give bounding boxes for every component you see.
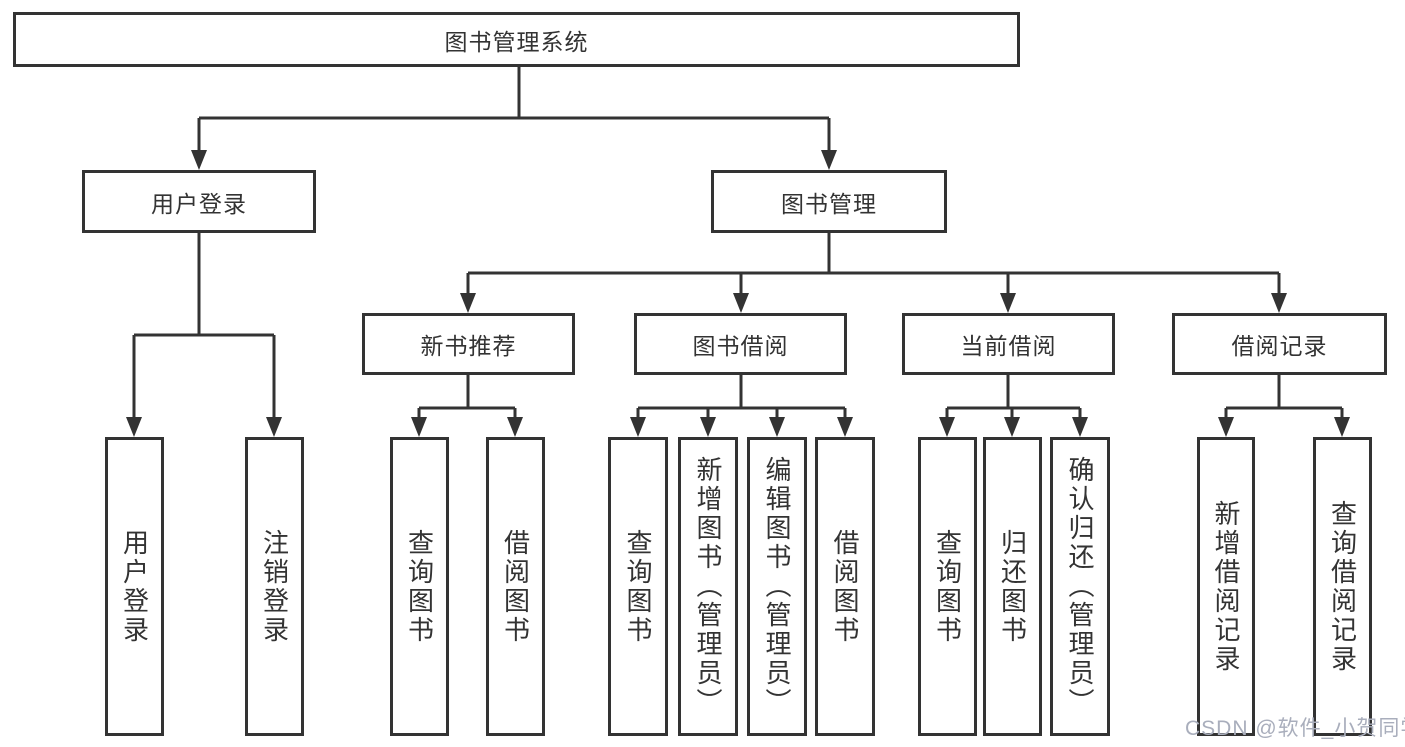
leaf-borrow-books-recommend: 借阅图书 [486, 437, 545, 736]
leaf-query-borrow-record: 查询借阅记录 [1313, 437, 1372, 736]
arrowheads [126, 150, 1350, 437]
leaf-add-borrow-record: 新增借阅记录 [1197, 437, 1255, 736]
node-book-management: 图书管理 [711, 170, 947, 233]
leaf-return-books: 归还图书 [983, 437, 1042, 736]
leaf-query-books-current: 查询图书 [918, 437, 977, 736]
leaf-add-books-admin: 新增图书（管理员） [678, 437, 738, 736]
leaf-user-login: 用户登录 [105, 437, 164, 736]
node-new-book-recommend: 新书推荐 [362, 313, 575, 375]
leaf-query-books-borrowing: 查询图书 [608, 437, 668, 736]
leaf-borrow-books: 借阅图书 [815, 437, 875, 736]
leaf-edit-books-admin: 编辑图书（管理员） [747, 437, 807, 736]
csdn-watermark: CSDN @软件_小贺同学 [1185, 717, 1405, 740]
leaf-confirm-return-admin: 确认归还（管理员） [1050, 437, 1110, 736]
node-book-borrowing: 图书借阅 [634, 313, 847, 375]
node-user-login: 用户登录 [82, 170, 316, 233]
node-current-borrowing: 当前借阅 [902, 313, 1115, 375]
leaf-logout-login: 注销登录 [245, 437, 304, 736]
node-borrowing-records: 借阅记录 [1172, 313, 1387, 375]
leaf-query-books-recommend: 查询图书 [390, 437, 449, 736]
node-root-system: 图书管理系统 [13, 12, 1020, 67]
